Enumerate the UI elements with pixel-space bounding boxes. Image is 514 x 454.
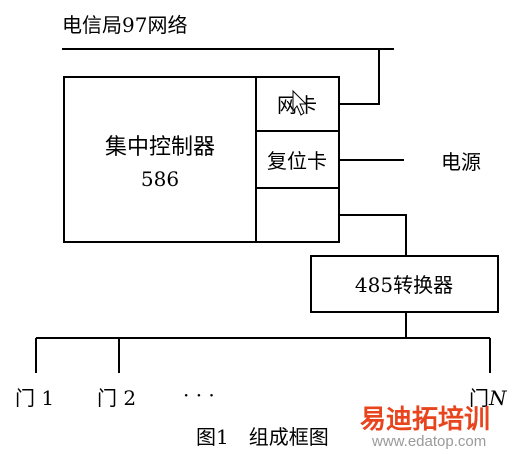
controller-model: 586 [141,167,179,191]
door2-label: 门 2 [97,386,136,410]
reset-card-label: 复位卡 [267,149,327,173]
figure-caption: 图1 组成框图 [196,425,329,449]
doorN-prefix: 门 [469,386,489,410]
doorN-label: 门N [469,386,508,410]
power-label: 电源 [441,150,481,174]
watermark-brand: 易迪拓培训 [360,405,490,435]
controller-name: 集中控制器 [105,135,215,160]
network-to-netcard-line [339,49,380,105]
watermark-url: www.edatop.com [371,433,486,450]
door1-label: 门 1 [15,386,54,410]
doors-ellipsis: · · · [183,383,215,407]
controller-to-converter-line [339,214,407,256]
doorN-suffix: N [488,386,508,410]
converter-box [310,255,499,313]
mouse-cursor-icon [292,89,308,116]
network-label: 电信局97网络 [62,13,187,37]
converter-label: 485转换器 [355,273,453,297]
